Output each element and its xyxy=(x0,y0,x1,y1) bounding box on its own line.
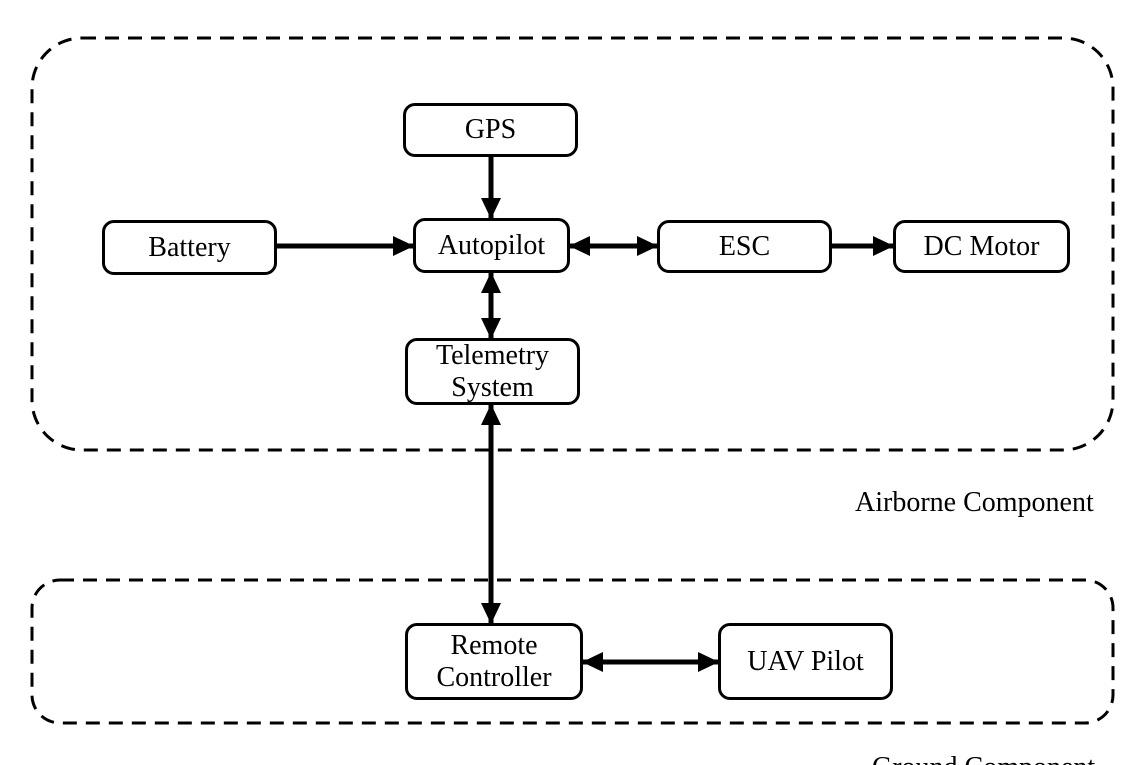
node-autopilot: Autopilot xyxy=(413,218,570,273)
ground-component-label: Ground Component xyxy=(872,752,1095,765)
node-esc: ESC xyxy=(657,220,832,273)
airborne-component-boundary xyxy=(30,36,1115,452)
node-telemetry-system: Telemetry System xyxy=(405,338,580,405)
node-gps: GPS xyxy=(403,103,578,157)
node-remote-controller: Remote Controller xyxy=(405,623,583,700)
node-dc-motor: DC Motor xyxy=(893,220,1070,273)
ground-component-boundary xyxy=(30,578,1115,725)
node-battery: Battery xyxy=(102,220,277,275)
airborne-component-label: Airborne Component xyxy=(855,487,1094,518)
node-uav-pilot: UAV Pilot xyxy=(718,623,893,700)
